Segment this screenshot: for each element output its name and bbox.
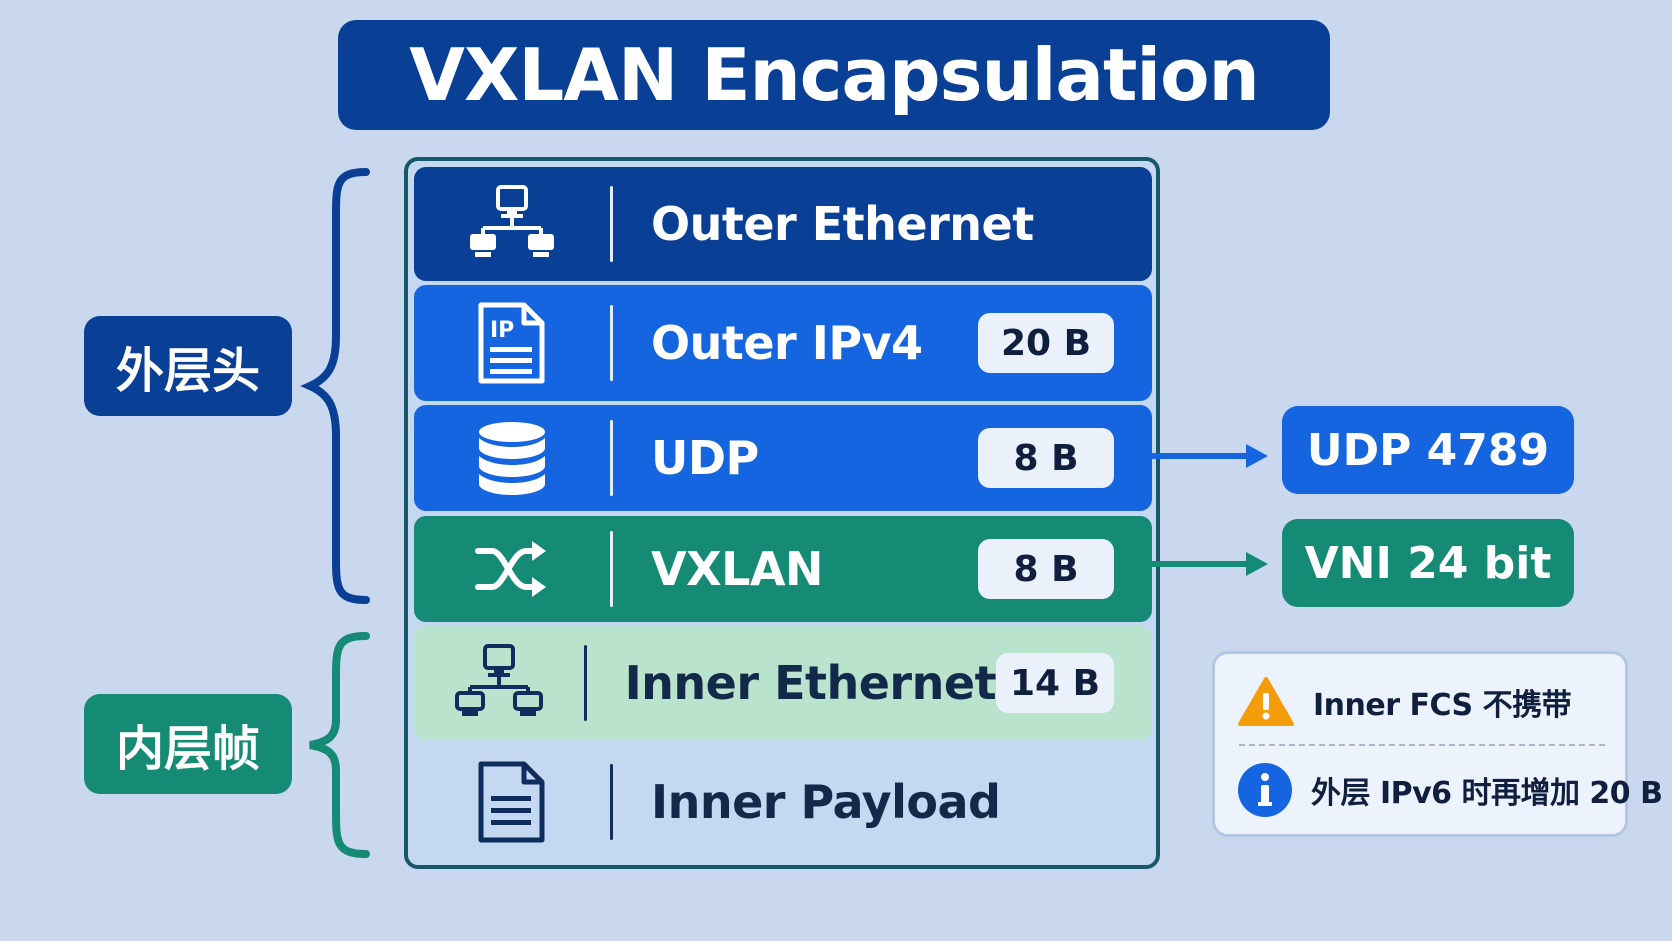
udp-port-callout: UDP 4789 [1282,406,1574,494]
inner-frame-label: 内层帧 [84,694,292,794]
shuffle-icon [414,537,610,601]
network-computers-icon [414,184,610,264]
layer-name: Inner Payload [651,775,1001,829]
layer-name: Outer Ethernet [651,197,1034,251]
udp-arrow [1152,444,1268,468]
layer-divider [610,186,613,262]
layer-name: Inner Ethernet [624,656,997,710]
layer-outer-ethernet: Outer Ethernet [414,167,1152,281]
network-computers-icon [414,643,584,723]
layer-divider [610,420,613,496]
vni-callout: VNI 24 bit [1282,519,1574,607]
notes-divider [1239,744,1605,746]
vni-arrow [1152,552,1268,576]
database-stack-icon [414,420,610,496]
layer-name: Outer IPv4 [651,316,923,370]
document-icon [414,760,610,844]
warning-note: Inner FCS 不携带 [1237,676,1572,728]
warning-icon [1238,677,1294,726]
layer-udp: UDP 8 B [414,405,1152,511]
notes-box: Inner FCS 不携带 外层 IPv6 时再增加 20 B [1212,651,1663,837]
info-note: 外层 IPv6 时再增加 20 B [1237,762,1663,818]
size-badge: 14 B [996,653,1114,713]
layer-divider [610,305,613,381]
layer-divider [610,764,613,840]
layer-outer-ipv4: IP Outer IPv4 20 B [414,285,1152,401]
size-badge: 20 B [978,313,1114,373]
svg-text:IP: IP [490,318,514,343]
layer-name: VXLAN [651,542,823,596]
info-text: 外层 IPv6 时再增加 20 B [1311,776,1663,811]
info-icon [1238,763,1292,817]
size-badge: 8 B [978,428,1114,488]
warning-text: Inner FCS 不携带 [1313,688,1572,723]
inner-frame-brace [309,632,370,858]
layer-divider [610,531,613,607]
layer-inner-ethernet: Inner Ethernet 14 B [414,626,1152,740]
outer-header-label: 外层头 [84,316,292,416]
title-banner: VXLAN Encapsulation [338,20,1330,130]
layer-inner-payload: Inner Payload [414,744,1152,860]
diagram-title: VXLAN Encapsulation [409,33,1260,117]
outer-header-brace [300,168,370,604]
size-badge: 8 B [978,539,1114,599]
layer-divider [583,645,587,721]
ip-document-icon: IP [414,301,610,385]
layer-vxlan: VXLAN 8 B [414,516,1152,622]
layer-name: UDP [651,431,759,485]
